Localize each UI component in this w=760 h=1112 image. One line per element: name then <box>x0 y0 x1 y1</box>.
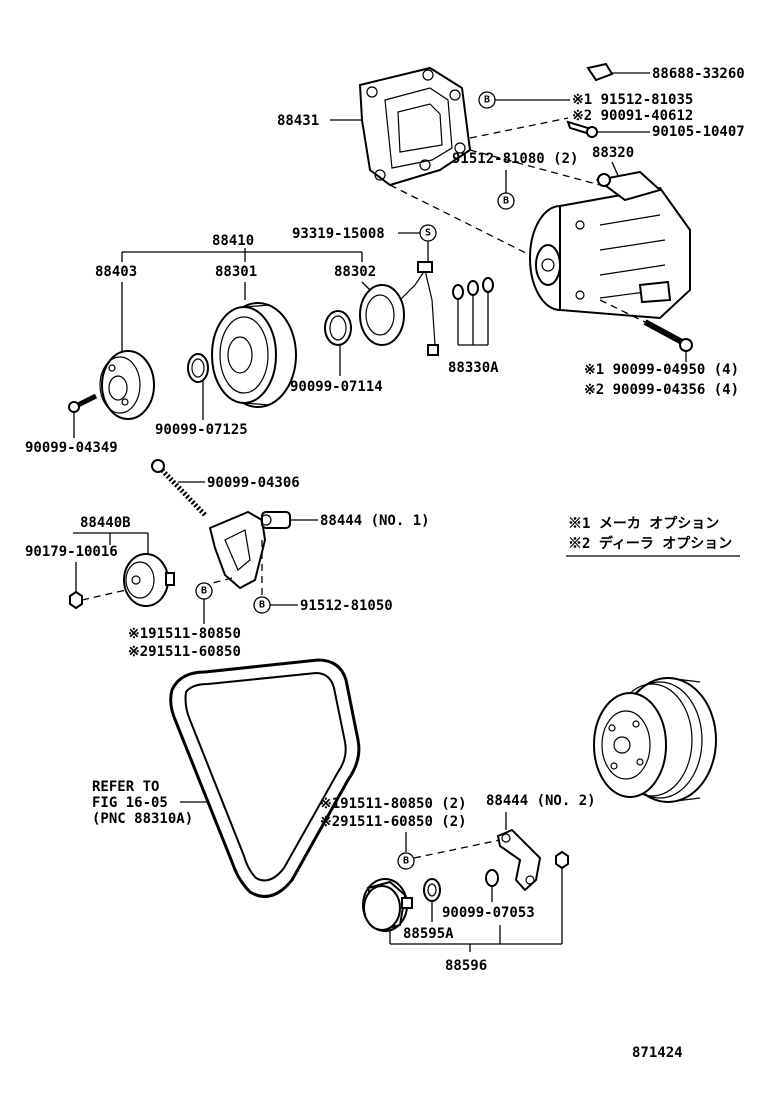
label-88595A: 88595A <box>403 926 454 942</box>
label-88330A: 88330A <box>448 360 499 376</box>
label-91511-60850-a: ※291511-60850 <box>128 644 241 660</box>
label-88431: 88431 <box>277 113 319 129</box>
snap-ring-90099-07125[interactable] <box>187 353 209 383</box>
clutch-hub-88403[interactable] <box>99 350 155 420</box>
badge-b-idler-right: B <box>253 596 271 614</box>
badge-b-bracket: B <box>478 91 496 109</box>
label-91512-81080: 91512-81080 (2) <box>452 151 578 167</box>
bearing-88595A[interactable] <box>423 878 441 902</box>
figure-number: 871424 <box>632 1045 683 1061</box>
refer-line3: (PNC 88310A) <box>92 811 193 827</box>
label-88301: 88301 <box>215 264 257 280</box>
v-belt[interactable] <box>169 658 361 898</box>
label-90105-10407: 90105-10407 <box>652 124 745 140</box>
label-88302: 88302 <box>334 264 376 280</box>
clip-88688-33260[interactable] <box>586 62 614 82</box>
nut-90179-10016[interactable] <box>69 590 83 610</box>
idler-bracket-88444-no2[interactable] <box>496 828 542 892</box>
refer-line1: REFER TO <box>92 779 159 795</box>
label-88688-33260: 88688-33260 <box>652 66 745 82</box>
label-90099-04349: 90099-04349 <box>25 440 118 456</box>
badge-s: S <box>419 224 437 242</box>
svg-text:B: B <box>484 95 490 106</box>
stator-88302[interactable] <box>359 261 439 356</box>
label-93319-15008: 93319-15008 <box>292 226 385 242</box>
label-90099-04306: 90099-04306 <box>207 475 300 491</box>
label-90099-04950: ※1 90099-04950 (4) <box>584 362 739 378</box>
label-88596: 88596 <box>445 958 487 974</box>
snap-ring-90099-07114[interactable] <box>324 310 352 346</box>
label-88320: 88320 <box>592 145 634 161</box>
label-88440B: 88440B <box>80 515 131 531</box>
label-90099-07114: 90099-07114 <box>290 379 383 395</box>
label-90091-40612: ※2 90091-40612 <box>572 108 693 124</box>
legend-line1: ※1 メーカ オプション <box>568 516 719 532</box>
snap-ring-90099-07053[interactable] <box>485 869 499 887</box>
label-90099-04356: ※2 90099-04356 (4) <box>584 382 739 398</box>
label-88410: 88410 <box>212 233 254 249</box>
label-91511-80850-a: ※191511-80850 <box>128 626 241 642</box>
crank-pulley <box>593 677 717 803</box>
label-88403: 88403 <box>95 264 137 280</box>
badge-b-idler-left: B <box>195 582 213 600</box>
idler-pulley-88440B[interactable] <box>123 553 175 607</box>
nut-88596[interactable] <box>555 850 569 870</box>
pulley-88301[interactable] <box>211 302 297 408</box>
label-88444-no2: 88444 (NO. 2) <box>486 793 596 809</box>
badge-b-lower: B <box>397 852 415 870</box>
compressor-bracket-88431[interactable] <box>358 66 472 187</box>
svg-text:B: B <box>259 600 265 611</box>
label-90099-07053: 90099-07053 <box>442 905 535 921</box>
compressor-88320[interactable] <box>529 170 691 320</box>
label-90099-07125: 90099-07125 <box>155 422 248 438</box>
shims-88330A[interactable] <box>452 277 494 300</box>
label-91511-60850-b: ※291511-60850 (2) <box>320 814 467 830</box>
bolt-90099-04950[interactable] <box>643 319 693 352</box>
idler-pulley-88595A[interactable] <box>362 878 413 932</box>
bolt-90105-10407[interactable] <box>566 120 598 138</box>
label-91512-81035: ※1 91512-81035 <box>572 92 693 108</box>
svg-text:S: S <box>425 228 431 239</box>
bolt-90099-04349[interactable] <box>68 393 98 413</box>
svg-text:B: B <box>503 196 509 207</box>
label-91511-80850-b: ※191511-80850 (2) <box>320 796 467 812</box>
svg-text:B: B <box>403 856 409 867</box>
label-90179-10016: 90179-10016 <box>25 544 118 560</box>
badge-b-bracket-lower: B <box>497 192 515 210</box>
idler-bracket-88444-no1[interactable] <box>208 510 291 590</box>
svg-text:B: B <box>201 586 207 597</box>
label-91512-81050: 91512-81050 <box>300 598 393 614</box>
label-88444-no1: 88444 (NO. 1) <box>320 513 430 529</box>
legend-line2: ※2 ディーラ オプション <box>568 535 732 552</box>
refer-line2: FIG 16-05 <box>92 795 168 811</box>
bolt-90099-04306[interactable] <box>151 459 207 517</box>
